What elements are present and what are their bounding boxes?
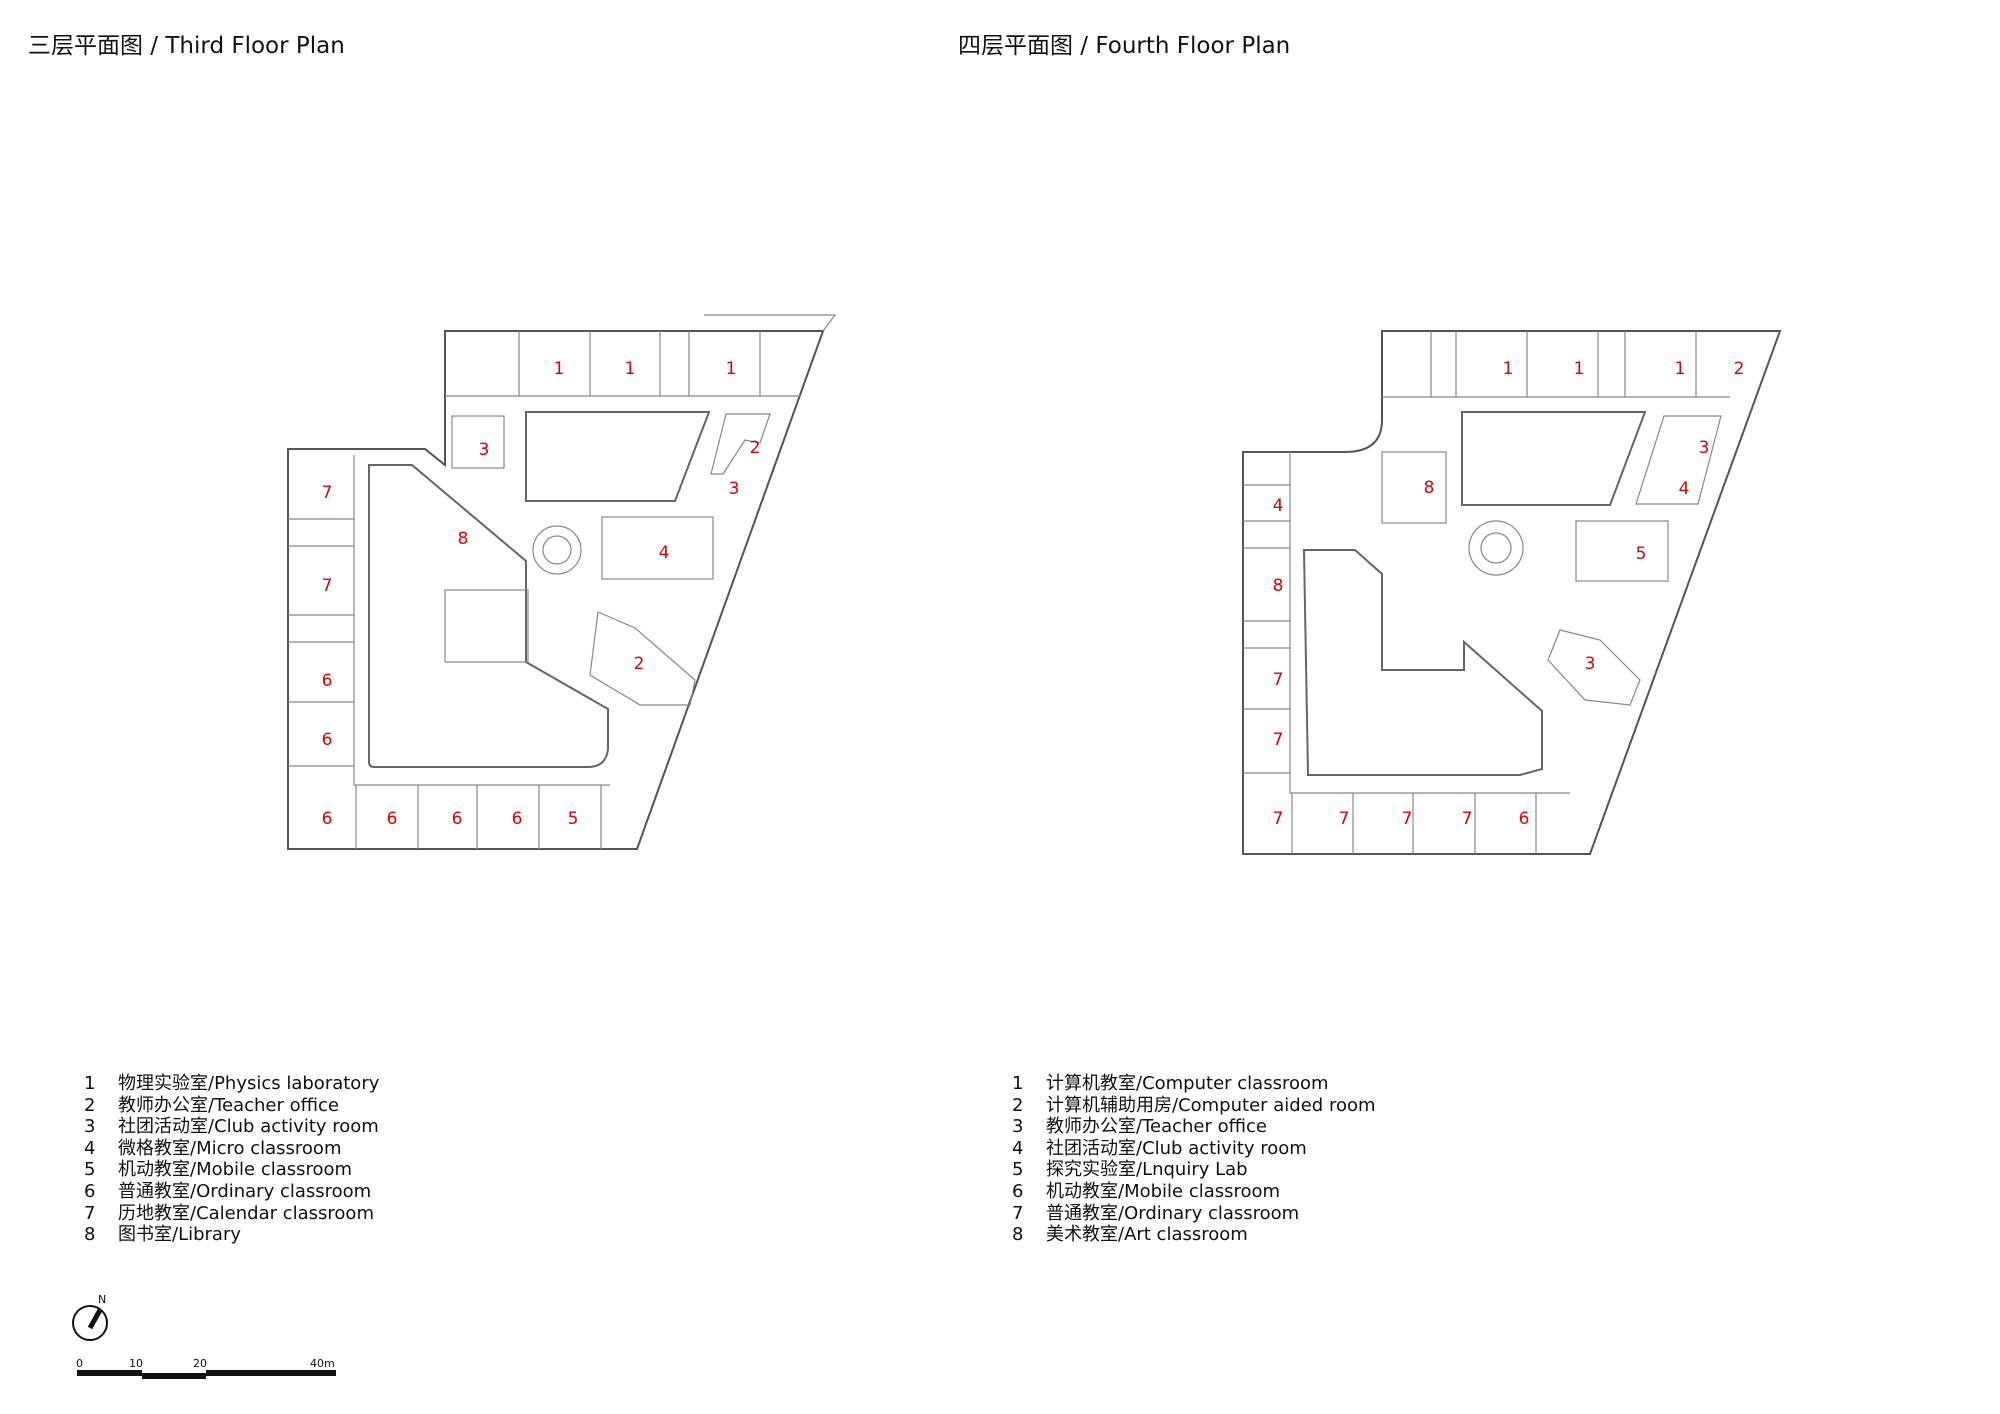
third-floor-outline [287,330,825,850]
room-label: 6 [322,730,333,750]
legend-label: 探究实验室/Lnquiry Lab [1046,1159,1248,1181]
room-label: 7 [1339,809,1350,829]
third-floor-roof-edge [704,314,837,332]
room-label: 3 [1585,654,1596,674]
scale-tick-label: 10 [129,1357,143,1370]
room-label: 7 [1273,809,1284,829]
third-floor-atrium-void [525,411,711,502]
third-floor-courtyard-void [368,464,609,768]
third-floor-title: 三层平面图 / Third Floor Plan [28,33,345,59]
room-label: 7 [322,576,333,596]
room-label: 6 [387,809,398,829]
scale-tick-label: 20 [193,1357,207,1370]
room-label: 4 [1679,479,1690,499]
fourth-floor-plan: 1 1 1 2 3 4 8 4 5 8 3 7 7 7 7 7 7 6 [1242,330,1782,855]
room-label: 8 [1424,478,1435,498]
legend-label: 微格教室/Micro classroom [118,1137,342,1159]
room-label: 5 [568,809,579,829]
room-label: 2 [634,654,645,674]
room-label: 4 [1273,496,1284,516]
room-label: 1 [1503,359,1514,379]
room-label: 7 [1273,730,1284,750]
fourth-floor-outline [1242,330,1782,855]
scale-bar: 0 10 20 40m [76,1357,336,1379]
scale-tick-label: 0 [76,1357,83,1370]
legend-label: 机动教室/Mobile classroom [1046,1180,1281,1202]
room-label: 6 [322,671,333,691]
legend-label: 计算机教室/Computer classroom [1046,1073,1329,1094]
legend-label: 历地教室/Calendar classroom [118,1202,374,1224]
fourth-floor-atrium-void [1461,411,1647,506]
room-label: 1 [1675,359,1686,379]
legend-label: 社团活动室/Club activity room [1046,1137,1307,1159]
third-floor-plan: 1 1 1 3 2 3 7 8 4 7 2 6 6 6 6 6 6 5 [287,314,837,850]
north-label: N [98,1293,106,1306]
room-label: 7 [1402,809,1413,829]
room-label: 3 [1699,438,1710,458]
legend-label: 美术教室/Art classroom [1046,1224,1248,1246]
fourth-floor-title: 四层平面图 / Fourth Floor Plan [958,33,1291,59]
room-label: 3 [479,440,490,460]
room-label: 2 [750,438,761,458]
legend-label: 社团活动室/Club activity room [118,1116,379,1138]
room-label: 6 [452,809,463,829]
third-floor-spiral-stair [532,525,582,575]
room-label: 1 [625,359,636,379]
north-arrow-icon: N [72,1293,108,1341]
room-label: 7 [1462,809,1473,829]
scale-tick-label: 40m [310,1357,335,1370]
legend-label: 普通教室/Ordinary classroom [1046,1202,1300,1224]
room-label: 4 [659,543,670,563]
legend-label: 计算机辅助用房/Computer aided room [1046,1094,1376,1116]
legend-label: 机动教室/Mobile classroom [118,1159,353,1181]
room-label: 1 [1574,359,1585,379]
fourth-floor-spiral-stair [1468,520,1524,576]
fourth-floor-courtyard-void [1302,549,1543,776]
legend-label: 教师办公室/Teacher office [1046,1116,1267,1138]
room-label: 6 [512,809,523,829]
room-label: 3 [729,479,740,499]
room-label: 7 [322,483,333,503]
legend-label: 教师办公室/Teacher office [118,1094,339,1116]
room-label: 8 [1273,576,1284,596]
room-label: 2 [1734,359,1745,379]
third-floor-library-stair [444,589,529,663]
legend-label: 普通教室/Ordinary classroom [118,1180,372,1202]
room-label: 8 [458,529,469,549]
room-label: 1 [554,359,565,379]
room-label: 7 [1273,670,1284,690]
room-label: 6 [1519,809,1530,829]
room-label: 1 [726,359,737,379]
legend-label: 图书室/Library [118,1224,242,1246]
room-label: 6 [322,809,333,829]
legend-label: 物理实验室/Physics laboratory [118,1073,380,1094]
room-label: 5 [1636,544,1647,564]
